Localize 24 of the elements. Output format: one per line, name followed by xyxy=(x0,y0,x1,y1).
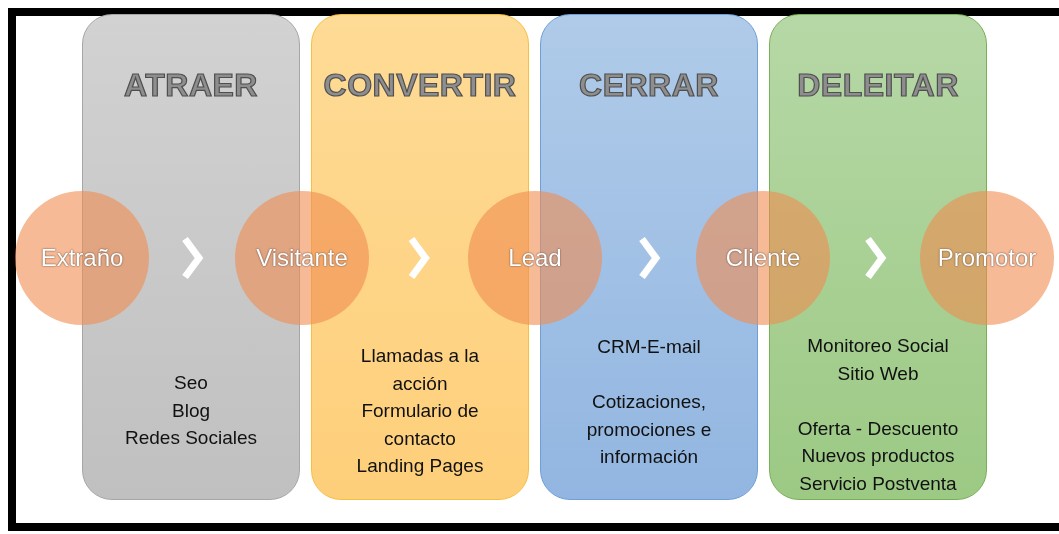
list-item: Oferta - Descuento xyxy=(797,416,959,441)
list-item: Blog xyxy=(172,398,210,423)
list-item: Llamadas a la acción xyxy=(359,344,481,396)
list-item: Landing Pages xyxy=(356,454,484,478)
list-item: Formulario de contacto xyxy=(360,399,480,451)
stage-heading: CONVERTIR xyxy=(322,67,518,104)
list-item: Cotizaciones, promociones e información xyxy=(585,390,713,469)
stage-label: Extraño xyxy=(40,244,124,272)
list-item: Redes Sociales xyxy=(125,426,257,450)
list-item: Monitoreo Social xyxy=(807,334,949,358)
stage-label: Cliente xyxy=(725,244,801,272)
list-item: Servicio Postventa xyxy=(799,471,957,496)
list-item: Seo xyxy=(174,371,208,395)
chevron-arrow xyxy=(865,236,887,280)
chevron-arrow xyxy=(182,236,204,280)
list-item: Sitio Web xyxy=(837,361,919,386)
chevron-arrow xyxy=(639,236,661,280)
stage-heading: CERRAR xyxy=(578,67,720,104)
list-item: CRM-E-mail xyxy=(597,335,701,359)
stage-label: Visitante xyxy=(256,244,348,272)
list-item: Nuevos productos xyxy=(801,444,955,468)
stage-heading: DELEITAR xyxy=(796,67,960,104)
stage-heading: ATRAER xyxy=(123,67,259,104)
chevron-arrow xyxy=(408,236,430,280)
